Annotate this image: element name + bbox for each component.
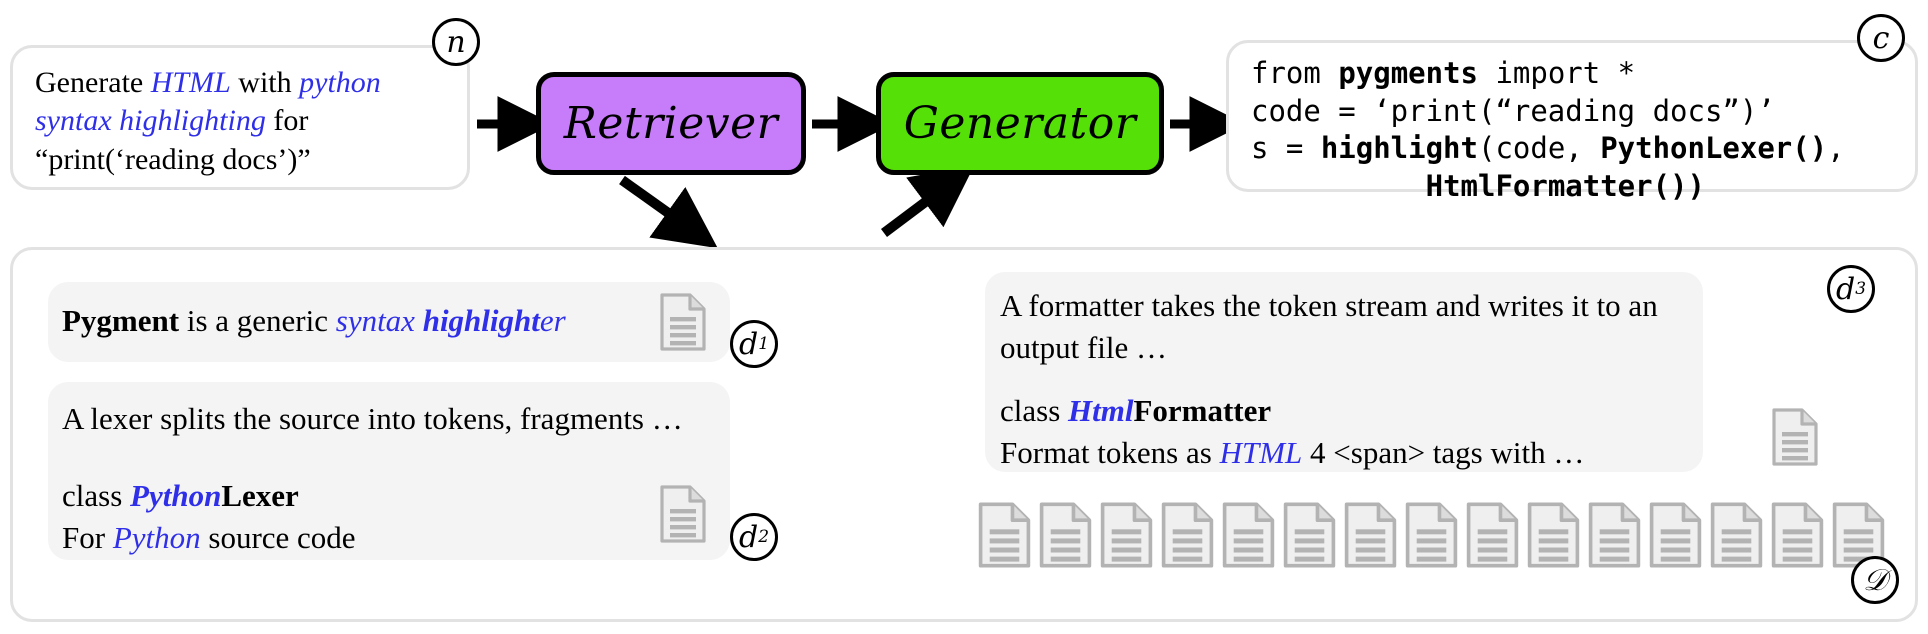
document-icon xyxy=(1039,502,1092,568)
code-line3-a: s = xyxy=(1251,131,1321,166)
badge-query-n: n xyxy=(432,18,480,66)
document-icon xyxy=(1710,502,1763,568)
d3-html-term: Html xyxy=(1068,393,1134,428)
badge-d2-subscript: 2 xyxy=(758,527,770,547)
d2-line3-c: source code xyxy=(200,519,356,555)
corpus-document-row xyxy=(978,502,1908,582)
query-panel: Generate HTML with python syntax highlig… xyxy=(10,45,470,190)
document-icon xyxy=(1588,502,1641,568)
badge-query-n-label: n xyxy=(446,24,466,60)
code-line3-c: (code, xyxy=(1477,131,1601,166)
d3-formatter-term: Formatter xyxy=(1133,393,1272,428)
code-highlight-token: highlight xyxy=(1320,131,1478,166)
document-icon xyxy=(1283,502,1336,568)
document-icon xyxy=(1405,502,1458,568)
code-line2: code = ‘print(“reading docs”)’ xyxy=(1251,93,1775,128)
d1-pygment-term: Pygment xyxy=(62,303,180,338)
d2-python-term2: Python xyxy=(112,519,201,555)
generator-node[interactable]: Generator xyxy=(876,72,1164,175)
d3-class-keyword: class xyxy=(1000,393,1069,428)
query-line1-a: Generate xyxy=(35,66,151,99)
d2-python-term: Python xyxy=(130,478,222,513)
document-icon xyxy=(978,502,1031,568)
badge-code-c-label: c xyxy=(1872,20,1890,56)
query-html-term: HTML xyxy=(150,66,231,99)
document-icon xyxy=(660,485,706,543)
document-icon xyxy=(1771,502,1824,568)
badge-d3-letter: d xyxy=(1835,271,1856,307)
badge-corpus-D-label: 𝒟 xyxy=(1863,562,1887,598)
d1-line1-e: er xyxy=(539,303,566,338)
document-icon xyxy=(1100,502,1153,568)
document-d3-line1: A formatter takes the token stream and w… xyxy=(1000,288,1658,365)
code-output-panel: from pygments import * code = ‘print(“re… xyxy=(1226,40,1918,203)
document-icon xyxy=(1466,502,1519,568)
badge-d1-letter: d xyxy=(738,326,759,362)
document-icon xyxy=(1832,502,1885,568)
d2-line3-a: For xyxy=(62,519,113,555)
code-pythonlexer-token: PythonLexer() xyxy=(1600,131,1828,166)
code-line3-e: , xyxy=(1827,131,1845,166)
document-icon xyxy=(1649,502,1702,568)
query-line3: “print(‘reading docs’)” xyxy=(35,142,311,176)
code-line4-indent xyxy=(1251,169,1426,203)
d3-line3-a: Format tokens as xyxy=(1000,434,1220,470)
document-d2-line2: class PythonLexer For Python source code xyxy=(62,475,356,558)
document-d3-line2: class HtmlFormatter Format tokens as HTM… xyxy=(1000,390,1690,473)
document-icon xyxy=(660,293,706,351)
d3-html-term2: HTML xyxy=(1219,434,1303,470)
document-d1[interactable] xyxy=(48,282,730,362)
query-text: Generate HTML with python syntax highlig… xyxy=(35,64,451,179)
code-htmlformatter-token: HtmlFormatter()) xyxy=(1425,169,1705,204)
retriever-label: Retriever xyxy=(563,98,779,149)
d1-line1-b: is a generic xyxy=(179,303,336,338)
generator-label: Generator xyxy=(903,98,1137,149)
query-line1-c: with xyxy=(230,66,300,99)
badge-d3-subscript: 3 xyxy=(1855,279,1867,299)
d2-lexer-term: Lexer xyxy=(221,478,299,513)
code-line1-c: import * xyxy=(1478,56,1636,90)
query-python-term: python xyxy=(299,66,381,99)
badge-d1-subscript: 1 xyxy=(758,334,770,354)
d3-line3-c: 4 <span> tags with … xyxy=(1302,434,1585,470)
document-d2[interactable] xyxy=(48,382,730,560)
document-icon xyxy=(1222,502,1275,568)
d1-highlight-term: highlight xyxy=(422,303,540,338)
query-line2-b: for xyxy=(265,104,309,138)
retriever-node[interactable]: Retriever xyxy=(536,72,806,175)
arrow-retriever-to-corpus xyxy=(619,175,718,249)
code-line1-a: from xyxy=(1251,56,1339,90)
query-syntax-highlighting-term: syntax highlighting xyxy=(35,104,266,138)
code-pygments-token: pygments xyxy=(1338,56,1478,90)
document-icon xyxy=(1772,408,1818,466)
document-d3[interactable] xyxy=(985,272,1703,472)
d1-syntax-term: syntax xyxy=(335,303,423,338)
d2-class-keyword: class xyxy=(62,478,131,513)
document-icon xyxy=(1161,502,1214,568)
document-icon xyxy=(1344,502,1397,568)
arrow-corpus-to-generator xyxy=(881,165,975,237)
badge-corpus-D: 𝒟 xyxy=(1851,556,1899,604)
badge-code-c: c xyxy=(1857,14,1905,62)
document-d1-text: Pygment is a generic syntax highlighter xyxy=(62,300,566,342)
document-d2-line1: A lexer splits the source into tokens, f… xyxy=(62,401,683,436)
badge-d2-letter: d xyxy=(738,519,759,555)
document-icon xyxy=(1527,502,1580,568)
code-output-text: from pygments import * code = ‘print(“re… xyxy=(1251,55,1905,206)
